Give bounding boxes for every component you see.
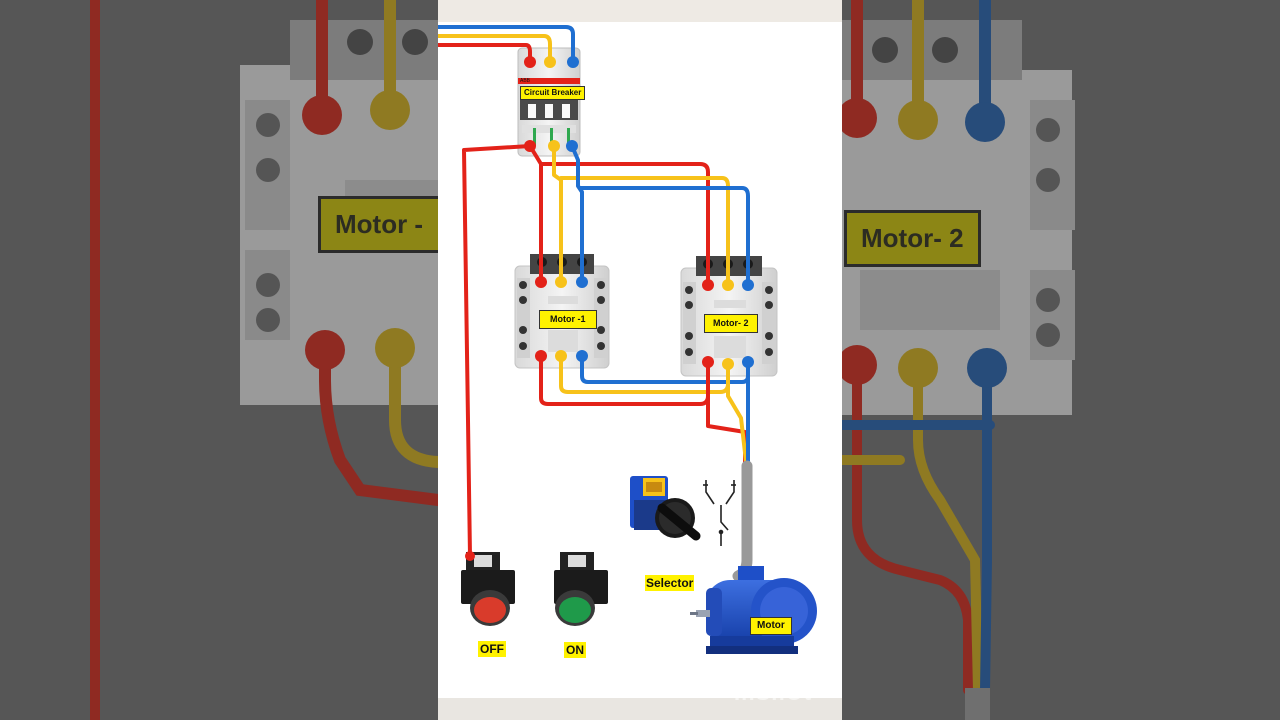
motor-label: Motor [750,617,792,635]
top-strip [438,0,842,22]
bg-right-wires [837,0,995,695]
selector-label: Selector [645,575,695,591]
off-label: OFF [478,641,506,657]
bg-cable [965,688,990,720]
power-wires [462,144,750,558]
breaker-brand-text: ABB [520,78,531,84]
motor-cable [732,460,753,582]
bottom-strip [438,698,842,720]
supply-wires [438,25,575,64]
selector-contact-symbol [703,480,736,546]
breaker-terminal-blue-in [567,56,579,68]
bg-left-wires [90,0,444,720]
breaker-terminal-yellow-in [544,56,556,68]
breaker-terminal-red-in [524,56,536,68]
bg-terminal-red-bottom [305,330,345,370]
bg-r-terminal-yellow [898,100,938,140]
wiring-diagram-panel: ABB Circuit Breaker Motor -1 Motor- 2 Se… [438,0,842,720]
bg-r-terminal-yellow-bottom [898,348,938,388]
motor-1-label: Motor -1 [539,310,597,329]
selector-switch [630,476,701,541]
circuit-breaker [517,47,581,157]
bg-right-motor-label: Motor- 2 [844,210,981,267]
contactor-terminals [524,140,754,370]
inshot-watermark: InShOt [734,680,813,705]
off-button-terminal [465,551,475,561]
bg-terminal-yellow [370,90,410,130]
bg-r-terminal-red-bottom [837,345,877,385]
electric-motor [690,566,817,654]
bg-left-motor-label: Motor - [318,196,457,253]
bg-terminal-red [302,95,342,135]
circuit-breaker-label: Circuit Breaker [520,86,586,100]
on-label: ON [564,642,586,658]
on-push-button [554,552,608,626]
motor-2-label: Motor- 2 [704,314,758,333]
wiring-diagram: ABB [438,25,817,654]
bg-r-terminal-blue-bottom [967,348,1007,388]
bg-r-terminal-red [837,98,877,138]
bg-terminal-yellow-bottom [375,328,415,368]
off-push-button [461,552,515,626]
bg-r-terminal-blue [965,102,1005,142]
